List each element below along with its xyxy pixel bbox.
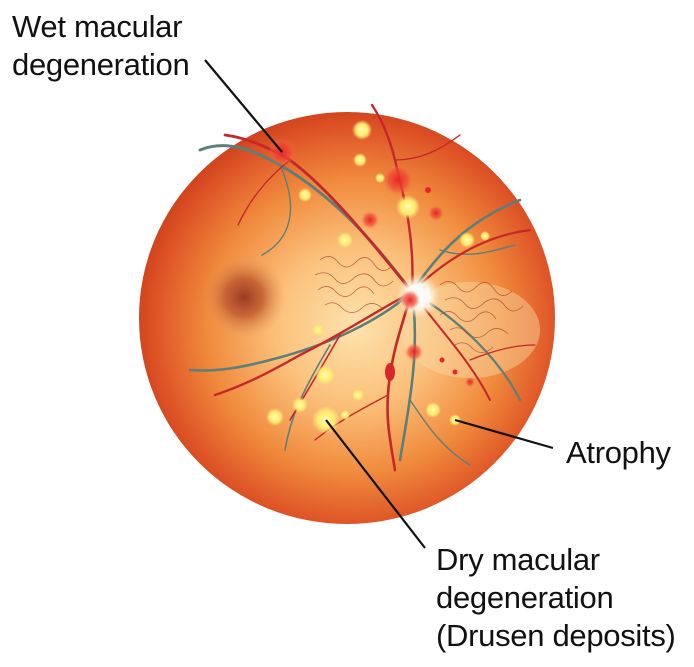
- dry-macular-label-line1: Dry macular: [436, 541, 676, 579]
- dry-macular-label-line2: degeneration: [436, 579, 676, 617]
- wet-macular-label-line2: degeneration: [12, 46, 189, 84]
- wet-macular-label-line1: Wet macular: [12, 8, 189, 46]
- dry-macular-label-line3: (Drusen deposits): [436, 617, 676, 655]
- dry-macular-label: Dry macular degeneration (Drusen deposit…: [436, 541, 676, 655]
- macula: [202, 255, 286, 339]
- wet-macular-label: Wet macular degeneration: [12, 8, 189, 84]
- atrophy-label: Atrophy: [566, 434, 671, 472]
